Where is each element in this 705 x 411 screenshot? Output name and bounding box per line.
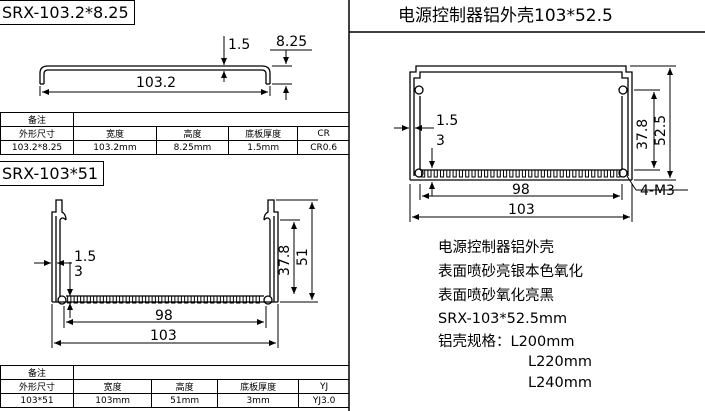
frame-lines (348, 0, 705, 411)
panel-b-fins (66, 295, 261, 304)
table-header: 宽度 (72, 379, 153, 394)
panel-b-height-dim: 51 (295, 248, 311, 266)
panel-c-thickness-dim: 1.5 (436, 113, 459, 129)
panel-b-fin-dim: 3 (74, 264, 83, 280)
panel-a-dimensions (39, 36, 312, 100)
description-line: SRX-103*52.5mm (438, 311, 568, 327)
table-cell: 103mm (72, 393, 153, 408)
table-header: 宽度 (73, 126, 157, 141)
description-line: 表面喷砂氧化亮黑 (438, 288, 554, 304)
panel-c-fin-dim: 3 (436, 133, 445, 149)
table-cell: 103*51 (0, 393, 74, 408)
panel-c-screws-dim: 4-M3 (640, 183, 675, 199)
table-cell: 1.5mm (228, 140, 299, 155)
panel-b-dimensions (34, 199, 318, 348)
panel-b-inner-height-dim: 37.8 (277, 244, 293, 276)
panel-a-height-dim: 8.25 (276, 34, 308, 50)
dim-text: 51 (295, 248, 311, 266)
panel-c-width-dim: 103 (508, 202, 535, 218)
panel-c-fins (420, 169, 622, 178)
panel-b-inner-width-dim: 98 (155, 308, 173, 324)
dim-text: 37.8 (635, 118, 651, 150)
table-cell (73, 365, 349, 380)
panel-c-title: 电源控制器铝外壳103*52.5 (398, 6, 613, 26)
table-cell (73, 112, 349, 127)
panel-a-model-label: SRX-103.2*8.25 (0, 0, 135, 25)
panel-c-inner-height-dim: 37.8 (635, 118, 651, 150)
table-cell: CR0.6 (297, 140, 349, 155)
panel-b-thickness-dim: 1.5 (74, 249, 97, 265)
table-cell: 3mm (217, 393, 300, 408)
table-header: 高度 (151, 379, 219, 394)
table-cell: 51mm (151, 393, 219, 408)
table-cell: 103.2mm (73, 140, 157, 155)
fin-row (420, 169, 622, 178)
panel-a-profile (39, 65, 271, 85)
panel-b-width-dim: 103 (150, 328, 177, 344)
description-line: 表面喷砂亮银本色氧化 (438, 264, 583, 280)
table-header: CR (297, 126, 349, 141)
panel-c-height-dim: 52.5 (653, 114, 669, 146)
description-line: 电源控制器铝外壳 (438, 240, 554, 256)
table-header: 外形尺寸 (0, 126, 74, 141)
panel-c-inner-width-dim: 98 (512, 182, 530, 198)
panel-a-thickness-dim: 1.5 (228, 37, 251, 53)
table-cell: 备注 (0, 112, 74, 127)
description-line: L220mm (528, 354, 593, 370)
table-header: 外形尺寸 (0, 379, 74, 394)
dim-text: 37.8 (277, 244, 293, 276)
table-header: 底板厚度 (217, 379, 300, 394)
table-cell: 备注 (0, 365, 74, 380)
panel-a-width-dim: 103.2 (136, 75, 177, 91)
table-cell: 8.25mm (155, 140, 230, 155)
description-line: 铝壳规格：L200mm (438, 334, 575, 350)
panel-b-spec-table: 备注 外形尺寸 宽度 高度 底板厚度 YJ 103*51 103mm 51mm … (0, 365, 349, 408)
table-cell: 103.2*8.25 (0, 140, 74, 155)
table-cell: YJ3.0 (298, 393, 349, 408)
table-header: 底板厚度 (228, 126, 299, 141)
panel-b-model-label: SRX-103*51 (0, 161, 105, 186)
description-line: L240mm (528, 375, 593, 391)
table-header: YJ (298, 379, 349, 394)
dim-text: 52.5 (653, 114, 669, 146)
fin-row (66, 295, 261, 304)
table-header: 高度 (155, 126, 230, 141)
panel-a-spec-table: 备注 外形尺寸 宽度 高度 底板厚度 CR 103.2*8.25 103.2mm… (0, 112, 349, 155)
panel-c-dimensions (394, 65, 688, 222)
